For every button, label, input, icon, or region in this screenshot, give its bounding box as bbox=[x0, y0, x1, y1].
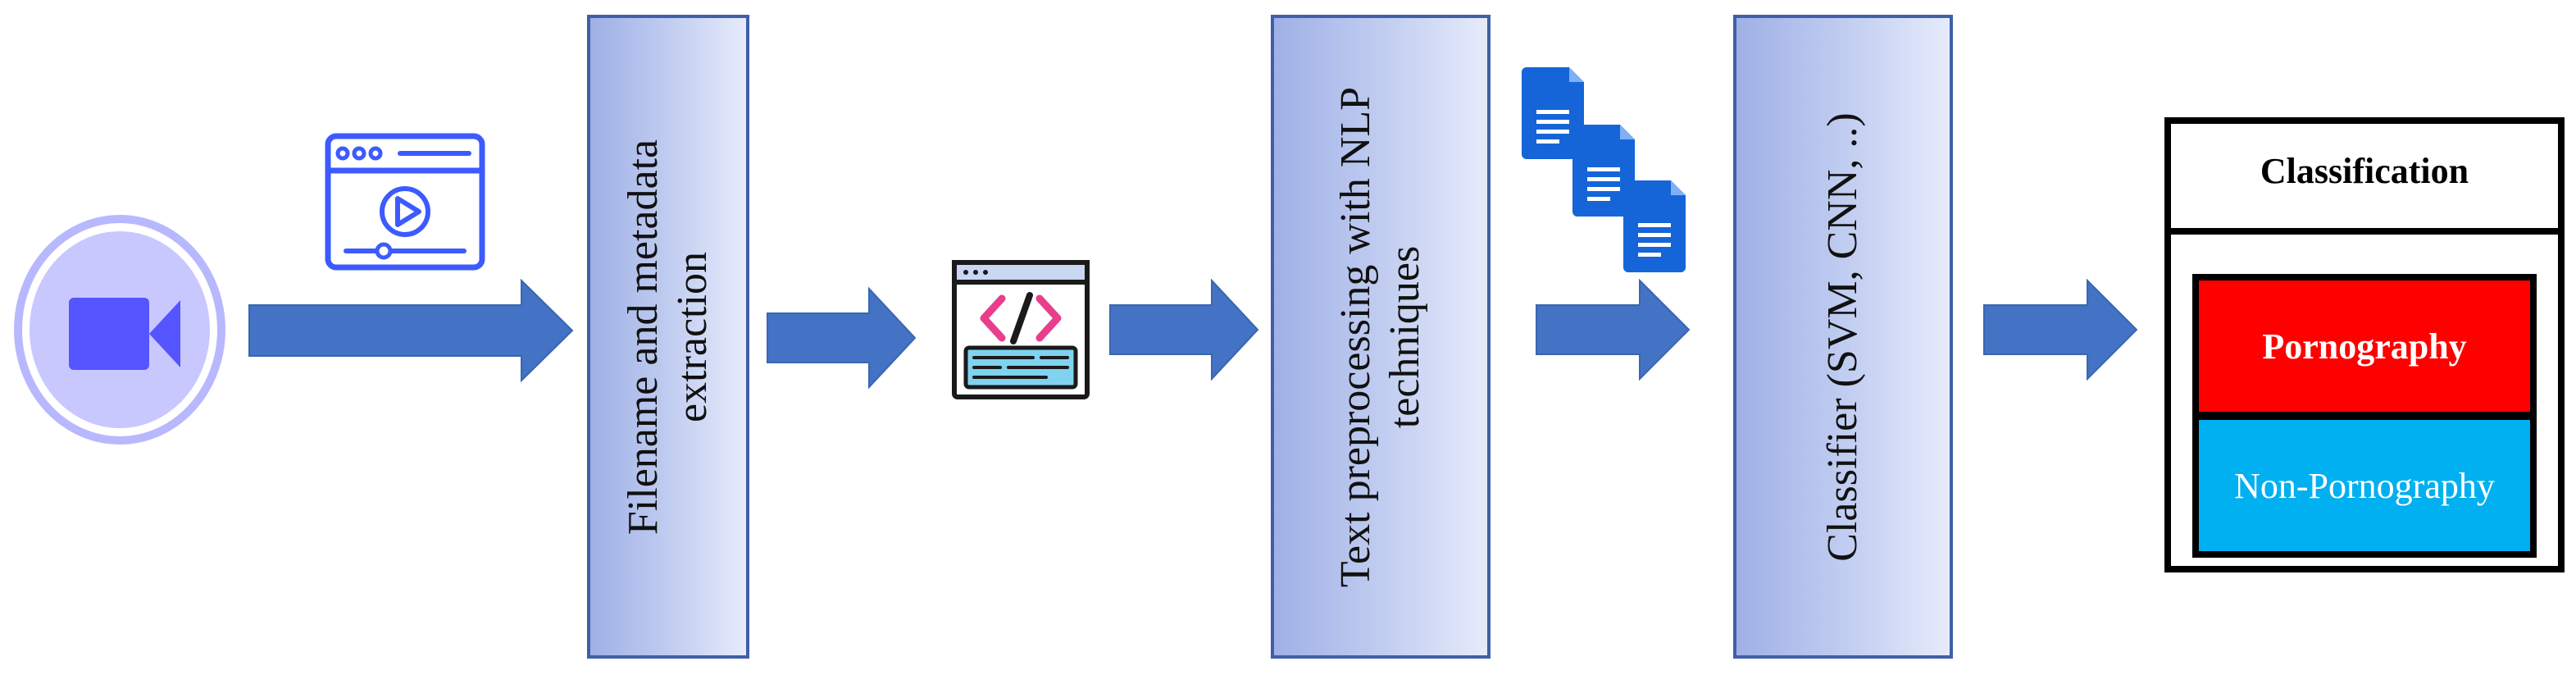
metadata-extraction-label: Filename and metadata extraction bbox=[619, 139, 717, 534]
classification-title: Classification bbox=[2260, 151, 2469, 191]
metadata-extraction-box: Filename and metadata extraction bbox=[587, 15, 749, 659]
document-stack-icon bbox=[1522, 67, 1686, 272]
code-editor-icon bbox=[952, 260, 1090, 399]
non-pornography-label: Non-Pornography bbox=[2192, 413, 2537, 558]
text-preprocessing-label: Text preprocessing with NLP techniques bbox=[1331, 86, 1430, 586]
pornography-label-text: Pornography bbox=[2262, 326, 2467, 367]
classifier-label-line-1: Classifier (SVM, CNN, ..) bbox=[1819, 112, 1866, 562]
pornography-label: Pornography bbox=[2192, 274, 2537, 418]
non-pornography-label-text: Non-Pornography bbox=[2234, 465, 2495, 506]
flow-arrow-5 bbox=[1983, 279, 2138, 381]
flow-arrow-3 bbox=[1109, 279, 1259, 381]
text-preprocessing-box: Text preprocessing with NLP techniques bbox=[1271, 15, 1491, 659]
metadata-extraction-label-line-1: Filename and metadata bbox=[620, 139, 667, 535]
flow-arrow-4 bbox=[1536, 279, 1691, 381]
metadata-extraction-label-line-2: extraction bbox=[669, 251, 716, 422]
classifier-label: Classifier (SVM, CNN, ..) bbox=[1818, 112, 1868, 561]
video-camera-icon bbox=[14, 215, 225, 445]
flow-arrow-2 bbox=[767, 287, 917, 389]
classification-box: Classification Pornography Non-Pornograp… bbox=[2164, 117, 2565, 572]
classification-divider bbox=[2171, 228, 2558, 235]
flow-arrow-1 bbox=[248, 279, 574, 382]
video-player-window-icon bbox=[325, 133, 485, 271]
text-preprocessing-label-line-2: techniques bbox=[1381, 245, 1428, 428]
classifier-box: Classifier (SVM, CNN, ..) bbox=[1733, 15, 1953, 659]
text-preprocessing-label-line-1: Text preprocessing with NLP bbox=[1332, 86, 1379, 587]
